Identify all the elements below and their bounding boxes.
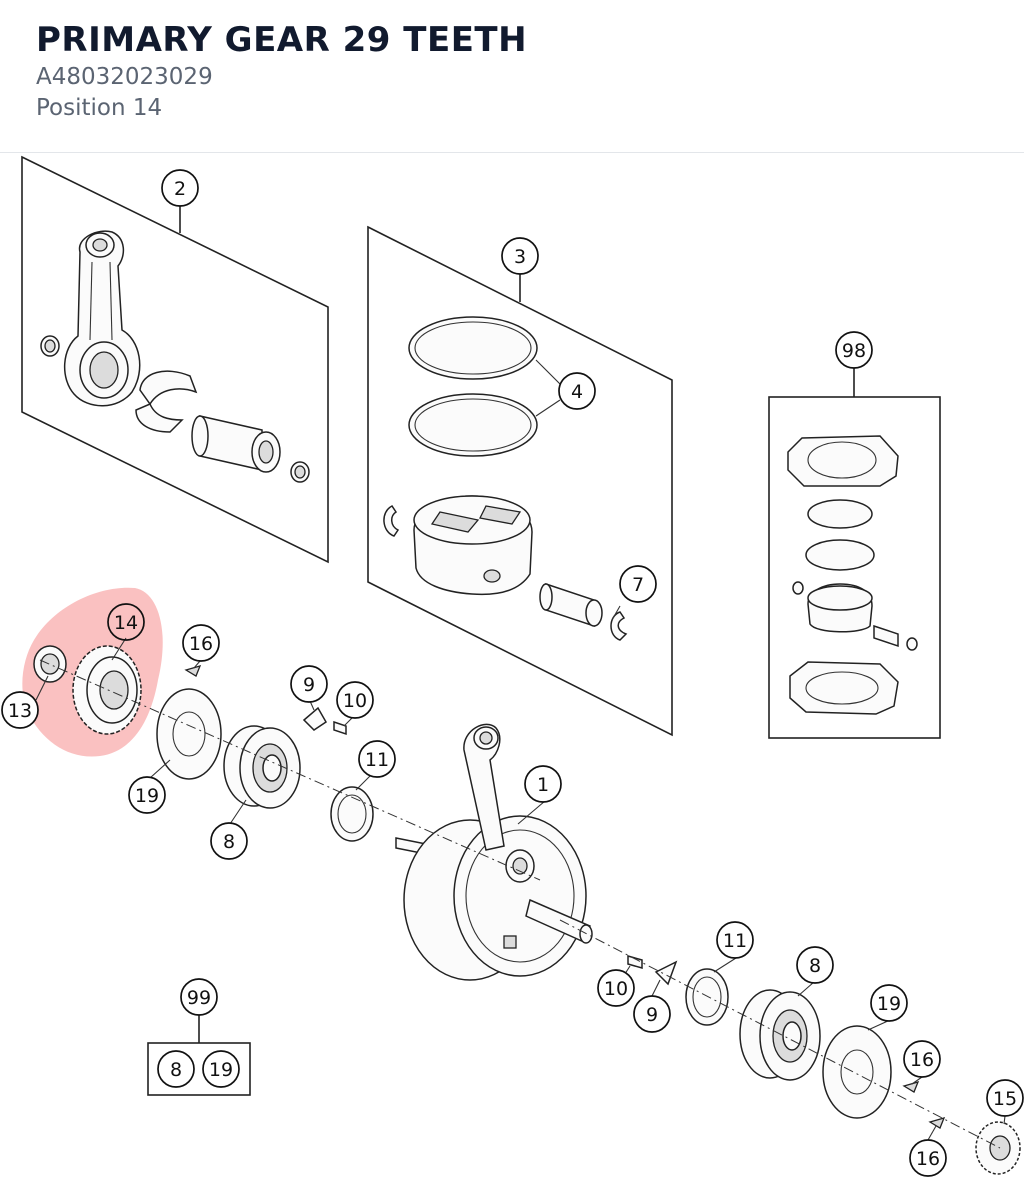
gasket-kit-panel — [768, 368, 941, 739]
callout-label: 11 — [723, 930, 747, 952]
callout-13[interactable]: 13 — [1, 691, 39, 729]
callout-9-right[interactable]: 9 — [633, 995, 671, 1033]
callout-16-bottom[interactable]: 16 — [909, 1139, 947, 1177]
callout-99[interactable]: 99 — [180, 978, 218, 1016]
callout-label: 4 — [571, 381, 583, 403]
callout-1[interactable]: 1 — [524, 765, 562, 803]
callout-label: 2 — [174, 178, 186, 200]
callout-label: 1 — [537, 774, 549, 796]
callout-16-top[interactable]: 16 — [182, 624, 220, 662]
part-header: PRIMARY GEAR 29 TEETH A48032023029 Posit… — [0, 0, 1024, 153]
main-bearing-left — [223, 725, 301, 809]
woodruff-key-right-top — [902, 1081, 920, 1093]
piston-ring-top — [408, 316, 538, 380]
piston-panel — [367, 225, 673, 737]
kit-99-box — [147, 1015, 251, 1096]
callout-label: 8 — [170, 1059, 182, 1081]
right-side-assembly — [627, 955, 1021, 1175]
callout-99-item-19[interactable]: 19 — [202, 1050, 240, 1088]
piston-pin-2 — [539, 582, 603, 628]
thrust-washer-left — [156, 688, 222, 780]
callout-19-left[interactable]: 19 — [128, 776, 166, 814]
lock-plate-right — [654, 960, 678, 986]
callout-8-right[interactable]: 8 — [796, 946, 834, 984]
part-title: PRIMARY GEAR 29 TEETH — [36, 20, 528, 60]
callout-label: 13 — [8, 700, 32, 722]
primary-gear-assembly — [33, 645, 374, 842]
thrust-washer-right — [822, 1025, 892, 1119]
callout-label: 19 — [209, 1059, 233, 1081]
callout-label: 8 — [809, 955, 821, 977]
callout-8-left[interactable]: 8 — [210, 822, 248, 860]
circlip-left — [383, 505, 400, 537]
part-number: A48032023029 — [36, 64, 213, 90]
piston-pin — [191, 415, 281, 473]
callout-11-right[interactable]: 11 — [716, 921, 754, 959]
callout-14[interactable]: 14 — [107, 603, 145, 641]
callout-label: 9 — [646, 1004, 658, 1026]
callout-label: 16 — [910, 1049, 934, 1071]
callout-label: 19 — [877, 993, 901, 1015]
screw-left — [333, 720, 347, 736]
base-gasket — [789, 661, 899, 715]
callout-15[interactable]: 15 — [986, 1079, 1024, 1117]
callout-9-left[interactable]: 9 — [290, 665, 328, 703]
callout-11-left[interactable]: 11 — [358, 740, 396, 778]
callout-label: 16 — [189, 633, 213, 655]
lock-plate-left — [302, 706, 327, 731]
callout-label: 7 — [632, 574, 644, 596]
callout-label: 98 — [842, 340, 866, 362]
callout-4[interactable]: 4 — [558, 372, 596, 410]
callout-label: 16 — [916, 1148, 940, 1170]
piston-ring-bottom — [408, 393, 538, 457]
connecting-rod-panel — [21, 155, 329, 564]
connecting-rod — [63, 230, 141, 407]
callout-16-middle[interactable]: 16 — [903, 1040, 941, 1078]
callout-label: 19 — [135, 785, 159, 807]
main-bearing-right — [739, 989, 821, 1081]
callout-label: 10 — [343, 690, 367, 712]
callout-label: 99 — [187, 987, 211, 1009]
callout-label: 3 — [514, 246, 526, 268]
callout-label: 14 — [114, 612, 138, 634]
callout-99-item-8[interactable]: 8 — [157, 1050, 195, 1088]
callout-3[interactable]: 3 — [501, 237, 539, 275]
callout-98[interactable]: 98 — [835, 331, 873, 369]
callout-2[interactable]: 2 — [161, 169, 199, 207]
piston — [413, 495, 533, 596]
callout-label: 10 — [604, 978, 628, 1000]
screw-right — [627, 955, 643, 969]
callout-10-left[interactable]: 10 — [336, 681, 374, 719]
bearing-shell — [139, 370, 198, 406]
part-position: Position 14 — [36, 95, 163, 121]
callout-10-right[interactable]: 10 — [597, 969, 635, 1007]
circlip-right — [610, 611, 628, 641]
woodruff-key-right-bottom — [928, 1117, 946, 1129]
callout-label: 11 — [365, 749, 389, 771]
callout-label: 9 — [303, 674, 315, 696]
callout-label: 8 — [223, 831, 235, 853]
callout-19-right[interactable]: 19 — [870, 984, 908, 1022]
callout-label: 15 — [993, 1088, 1017, 1110]
crankshaft — [395, 723, 593, 981]
callout-7[interactable]: 7 — [619, 565, 657, 603]
woodruff-key-left — [184, 665, 202, 677]
